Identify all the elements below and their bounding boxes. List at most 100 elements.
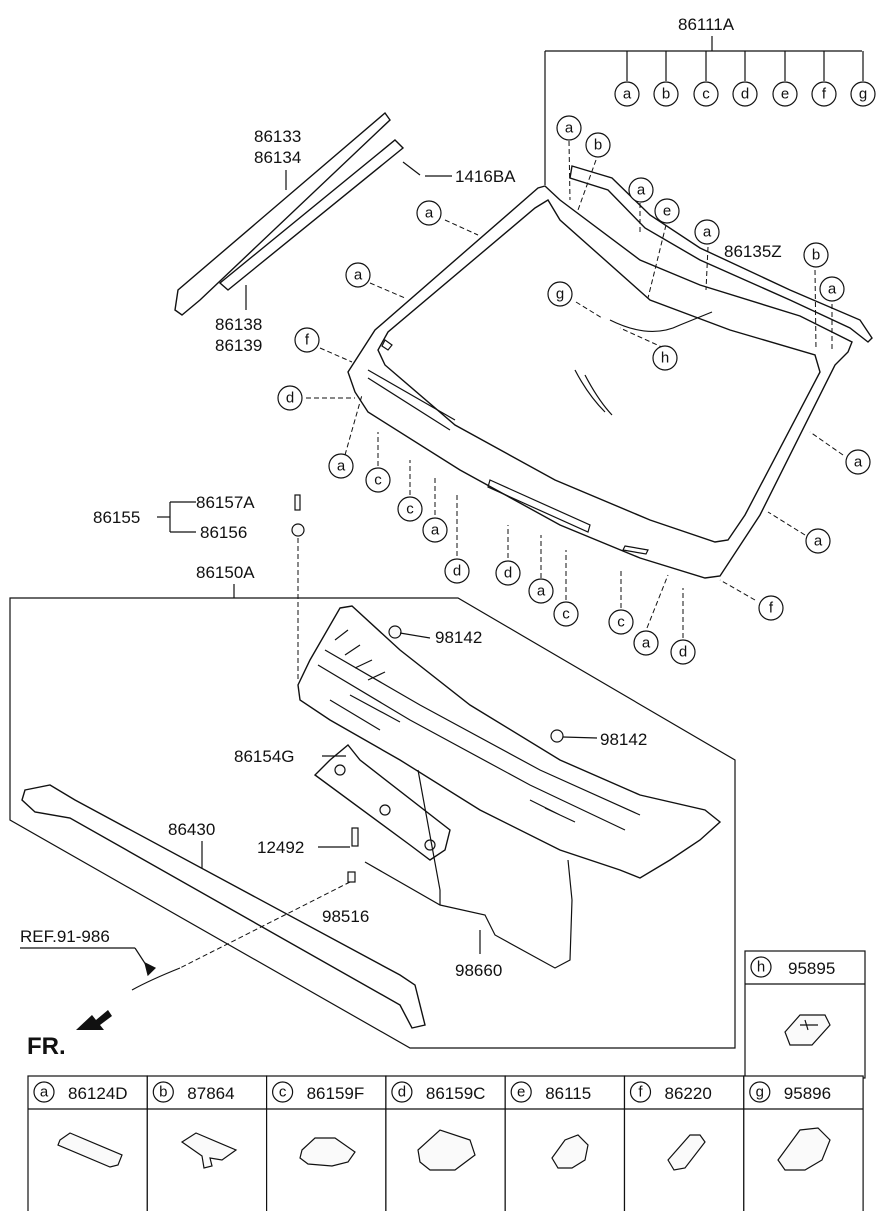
part-label-86155[interactable]: 86155	[93, 508, 140, 527]
part-label-86154G[interactable]: 86154G	[234, 747, 295, 766]
callout-c15[interactable]: c	[365, 467, 391, 493]
callout-c17[interactable]: a	[422, 517, 448, 543]
callout-letter: c	[617, 614, 625, 631]
part-label-86111A[interactable]: 86111A	[678, 15, 735, 34]
part-label-86156[interactable]: 86156	[200, 523, 247, 542]
h-box-letter[interactable]: h	[757, 959, 765, 976]
top-callout-letter: b	[662, 86, 670, 103]
callout-c4[interactable]: e	[654, 198, 680, 224]
callout-c9[interactable]: a	[345, 262, 371, 288]
front-direction-indicator: FR.	[27, 1010, 112, 1060]
part-label-86430[interactable]: 86430	[168, 820, 215, 839]
callout-c8[interactable]: a	[819, 276, 845, 302]
top-callout-a[interactable]: a	[614, 81, 640, 107]
leader-lines	[306, 140, 844, 638]
callout-c21[interactable]: c	[553, 601, 579, 627]
callout-c12[interactable]: f	[294, 327, 320, 353]
part-label-1416BA[interactable]: 1416BA	[455, 167, 516, 186]
callout-letter: a	[854, 454, 863, 471]
top-callout-b[interactable]: b	[653, 81, 679, 107]
callout-c23[interactable]: a	[633, 630, 659, 656]
callout-c3[interactable]: a	[416, 200, 442, 226]
callout-c11[interactable]: h	[652, 345, 678, 371]
part-label-98660[interactable]: 98660	[455, 961, 502, 980]
top-callout-letter: e	[781, 86, 789, 103]
part-label-86150A[interactable]: 86150A	[196, 563, 255, 582]
callout-c5[interactable]: a	[628, 177, 654, 203]
top-callout-letter: f	[822, 86, 827, 103]
callout-letter: a	[425, 205, 434, 222]
callout-c2[interactable]: b	[585, 132, 611, 158]
callout-c27[interactable]: a	[805, 528, 831, 554]
part-label-86157A[interactable]: 86157A	[196, 493, 255, 512]
windshield-glass	[347, 185, 853, 579]
part-label-98516[interactable]: 98516	[322, 907, 369, 926]
callout-c24[interactable]: d	[670, 639, 696, 665]
callout-letter: a	[431, 522, 440, 539]
callout-c18[interactable]: d	[444, 558, 470, 584]
part-label-98142-top[interactable]: 98142	[435, 628, 482, 647]
top-callout-g[interactable]: g	[850, 81, 876, 107]
callout-c13[interactable]: d	[277, 385, 303, 411]
h-box-part[interactable]: 95895	[788, 959, 835, 978]
legend-cell-b[interactable]: b 87864	[146, 1075, 268, 1211]
top-callout-c[interactable]: c	[693, 81, 719, 107]
callout-c19[interactable]: d	[495, 560, 521, 586]
callout-letter: d	[286, 390, 294, 407]
callout-letter: c	[406, 501, 414, 518]
part-box-h: h 95895	[744, 950, 866, 1079]
callout-letter: a	[337, 458, 346, 475]
part-label-86138[interactable]: 86138	[215, 315, 262, 334]
callout-c10[interactable]: g	[547, 281, 573, 307]
callout-letter: a	[828, 281, 837, 298]
cowl-lower-cover-86154G: 86154G 12492	[234, 744, 451, 861]
callout-letter: a	[565, 120, 574, 137]
callout-c16[interactable]: c	[397, 496, 423, 522]
top-callout-letter: d	[741, 86, 749, 103]
callout-letter: f	[769, 600, 774, 617]
callout-c25[interactable]: f	[758, 595, 784, 621]
legend-part-number: 87864	[187, 1084, 234, 1103]
callout-c6[interactable]: b	[803, 242, 829, 268]
callout-c26[interactable]: a	[845, 449, 871, 475]
legend-part-icon	[180, 1132, 238, 1169]
legend-part-icon	[777, 1127, 831, 1171]
part-label-12492[interactable]: 12492	[257, 838, 304, 857]
legend-part-icon	[417, 1129, 476, 1171]
part-label-86139[interactable]: 86139	[215, 336, 262, 355]
top-callout-f[interactable]: f	[811, 81, 837, 107]
callout-c14[interactable]: a	[328, 453, 354, 479]
front-label: FR.	[27, 1033, 66, 1060]
part-label-98142-right[interactable]: 98142	[600, 730, 647, 749]
callout-c7[interactable]: a	[694, 219, 720, 245]
callout-letter: e	[663, 203, 671, 220]
callout-c20[interactable]: a	[528, 578, 554, 604]
callout-c22[interactable]: c	[608, 609, 634, 635]
legend-letter: a	[40, 1084, 49, 1101]
top-callout-letter: g	[859, 86, 867, 103]
callout-letter: d	[504, 565, 512, 582]
callout-letter: a	[642, 635, 651, 652]
part-label-86134[interactable]: 86134	[254, 148, 301, 167]
cowl-weatherstrip-86430: 86430	[21, 784, 426, 1029]
top-callout-d[interactable]: d	[732, 81, 758, 107]
part-label-86135Z[interactable]: 86135Z	[724, 242, 782, 261]
legend-letter: b	[159, 1084, 167, 1101]
legend-part-number: 86159C	[426, 1084, 486, 1103]
washer-hose: 98516 98660 REF.91-986	[20, 769, 573, 991]
cowl-panel-box: 86150A	[9, 563, 736, 1049]
top-callout-e[interactable]: e	[772, 81, 798, 107]
callout-letter: b	[812, 247, 820, 264]
ref-label[interactable]: REF.91-986	[20, 927, 110, 946]
part-label-86133[interactable]: 86133	[254, 127, 301, 146]
callout-letter: b	[594, 137, 602, 154]
callout-c1[interactable]: a	[556, 115, 582, 141]
